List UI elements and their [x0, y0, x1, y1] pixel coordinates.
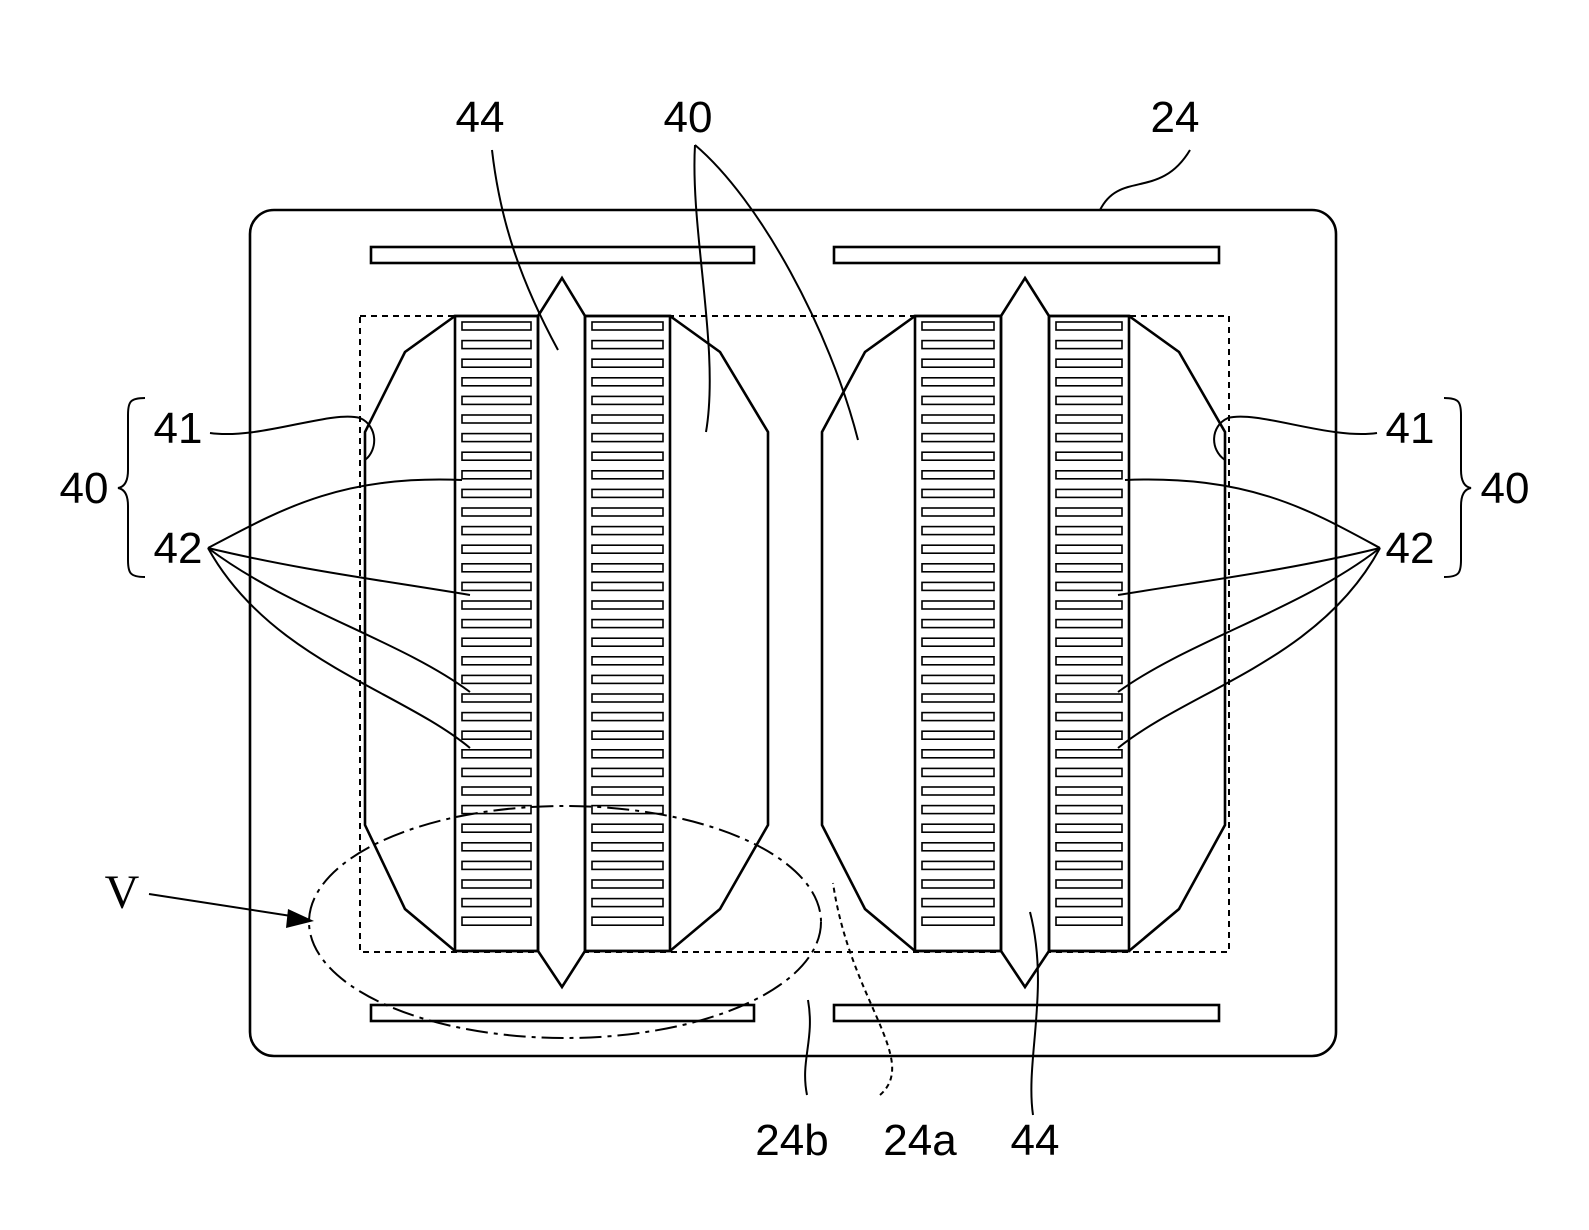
gap-right [1001, 278, 1049, 987]
slit-bottom-right [834, 1005, 1219, 1021]
label-44-top: 44 [456, 93, 505, 142]
label-24b: 24b [755, 1116, 828, 1165]
label-42-right: 42 [1386, 524, 1435, 573]
label-v: V [105, 866, 140, 919]
brace-left [118, 398, 145, 577]
label-24a: 24a [883, 1116, 957, 1165]
label-42-left: 42 [154, 524, 203, 573]
label-24: 24 [1151, 93, 1200, 142]
label-40-right: 40 [1481, 464, 1530, 513]
slit-top-left [371, 247, 754, 263]
label-44-bottom: 44 [1011, 1116, 1060, 1165]
slit-bottom-left [371, 1005, 754, 1021]
brace-right [1444, 398, 1471, 577]
label-41-right: 41 [1386, 404, 1435, 453]
gap-left [538, 278, 585, 987]
label-40-left: 40 [60, 464, 109, 513]
slit-top-right [834, 247, 1219, 263]
label-40-top: 40 [664, 93, 713, 142]
label-41-left: 41 [154, 404, 203, 453]
